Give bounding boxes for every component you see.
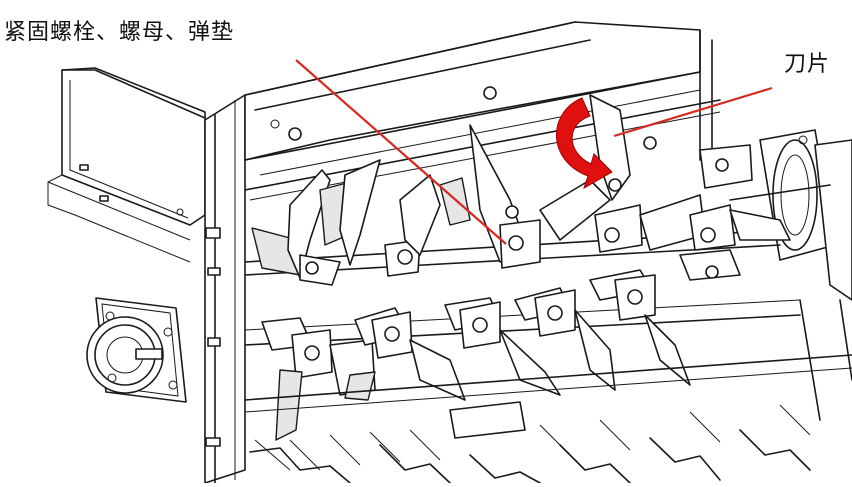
curved-rotation-arrow-icon bbox=[556, 97, 613, 190]
blade-label: 刀片 bbox=[784, 52, 831, 77]
left-housing bbox=[47, 67, 206, 263]
top-frame bbox=[244, 21, 721, 201]
leader-line-blade bbox=[613, 86, 773, 138]
bottom-cage bbox=[244, 299, 852, 484]
fastener-label: 紧固螺栓、螺母、弹垫 bbox=[4, 20, 235, 45]
left-bearing-flange bbox=[86, 297, 187, 403]
leader-line-fasteners bbox=[295, 59, 507, 245]
side-plate bbox=[204, 94, 246, 484]
lower-blade-row bbox=[261, 249, 741, 441]
upper-blade-row bbox=[251, 94, 791, 286]
